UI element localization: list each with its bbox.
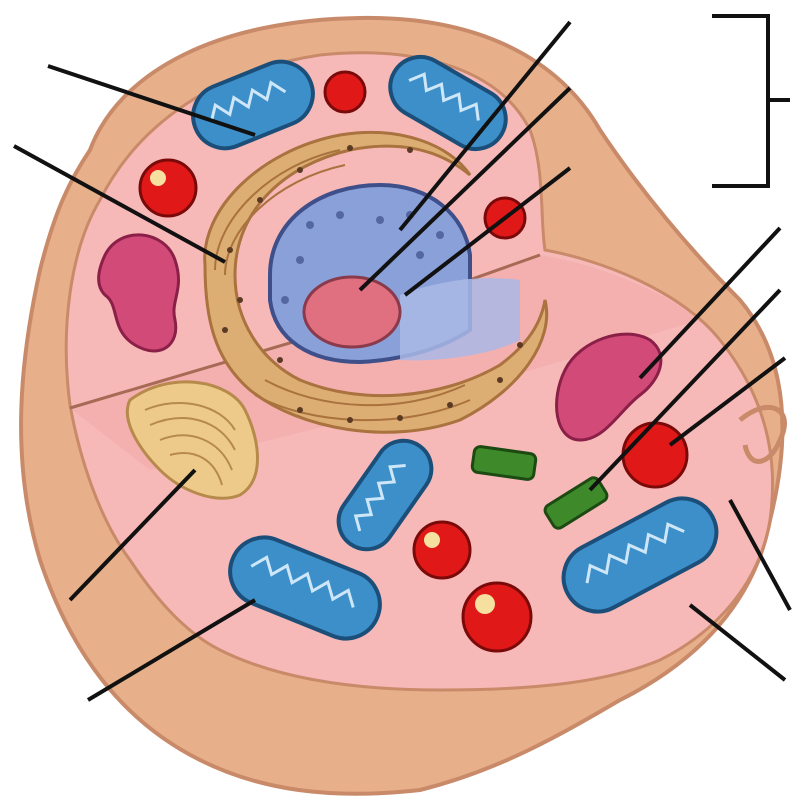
bracket [712, 16, 790, 186]
nucleolus [304, 277, 400, 347]
